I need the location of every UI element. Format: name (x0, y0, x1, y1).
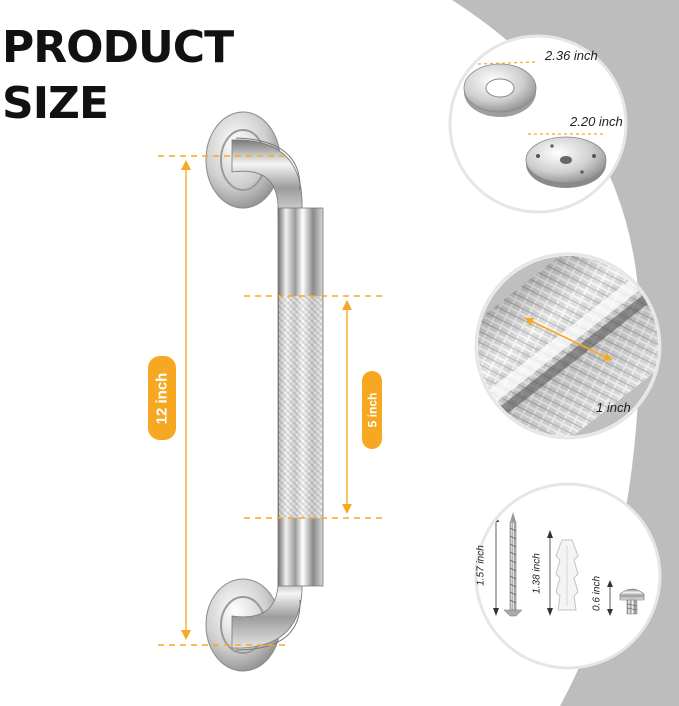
long-screw (503, 512, 523, 617)
grip-length-label-pill: 5 inch (362, 371, 382, 449)
hardware-detail-circle (474, 482, 662, 670)
grab-bar (205, 111, 324, 672)
flange-detail-circle (448, 34, 628, 214)
dimension-lines (158, 155, 386, 646)
flange-inner-label: 2.20 inch (570, 114, 623, 129)
length-label: 12 inch (153, 372, 171, 424)
title-line-1: PRODUCT (2, 22, 234, 73)
anchor-label: 1.38 inch (531, 553, 543, 594)
title-line-2: SIZE (2, 78, 109, 129)
screw-long-label: 1.57 inch (475, 545, 487, 586)
short-screw (619, 588, 645, 615)
grip-length-label: 5 inch (365, 392, 379, 428)
length-label-pill: 12 inch (148, 356, 176, 440)
diameter-label: 1 inch (596, 400, 631, 415)
flange-outer-label: 2.36 inch (545, 48, 598, 63)
wall-anchor (555, 539, 579, 611)
screw-short-label: 0.6 inch (591, 575, 603, 612)
